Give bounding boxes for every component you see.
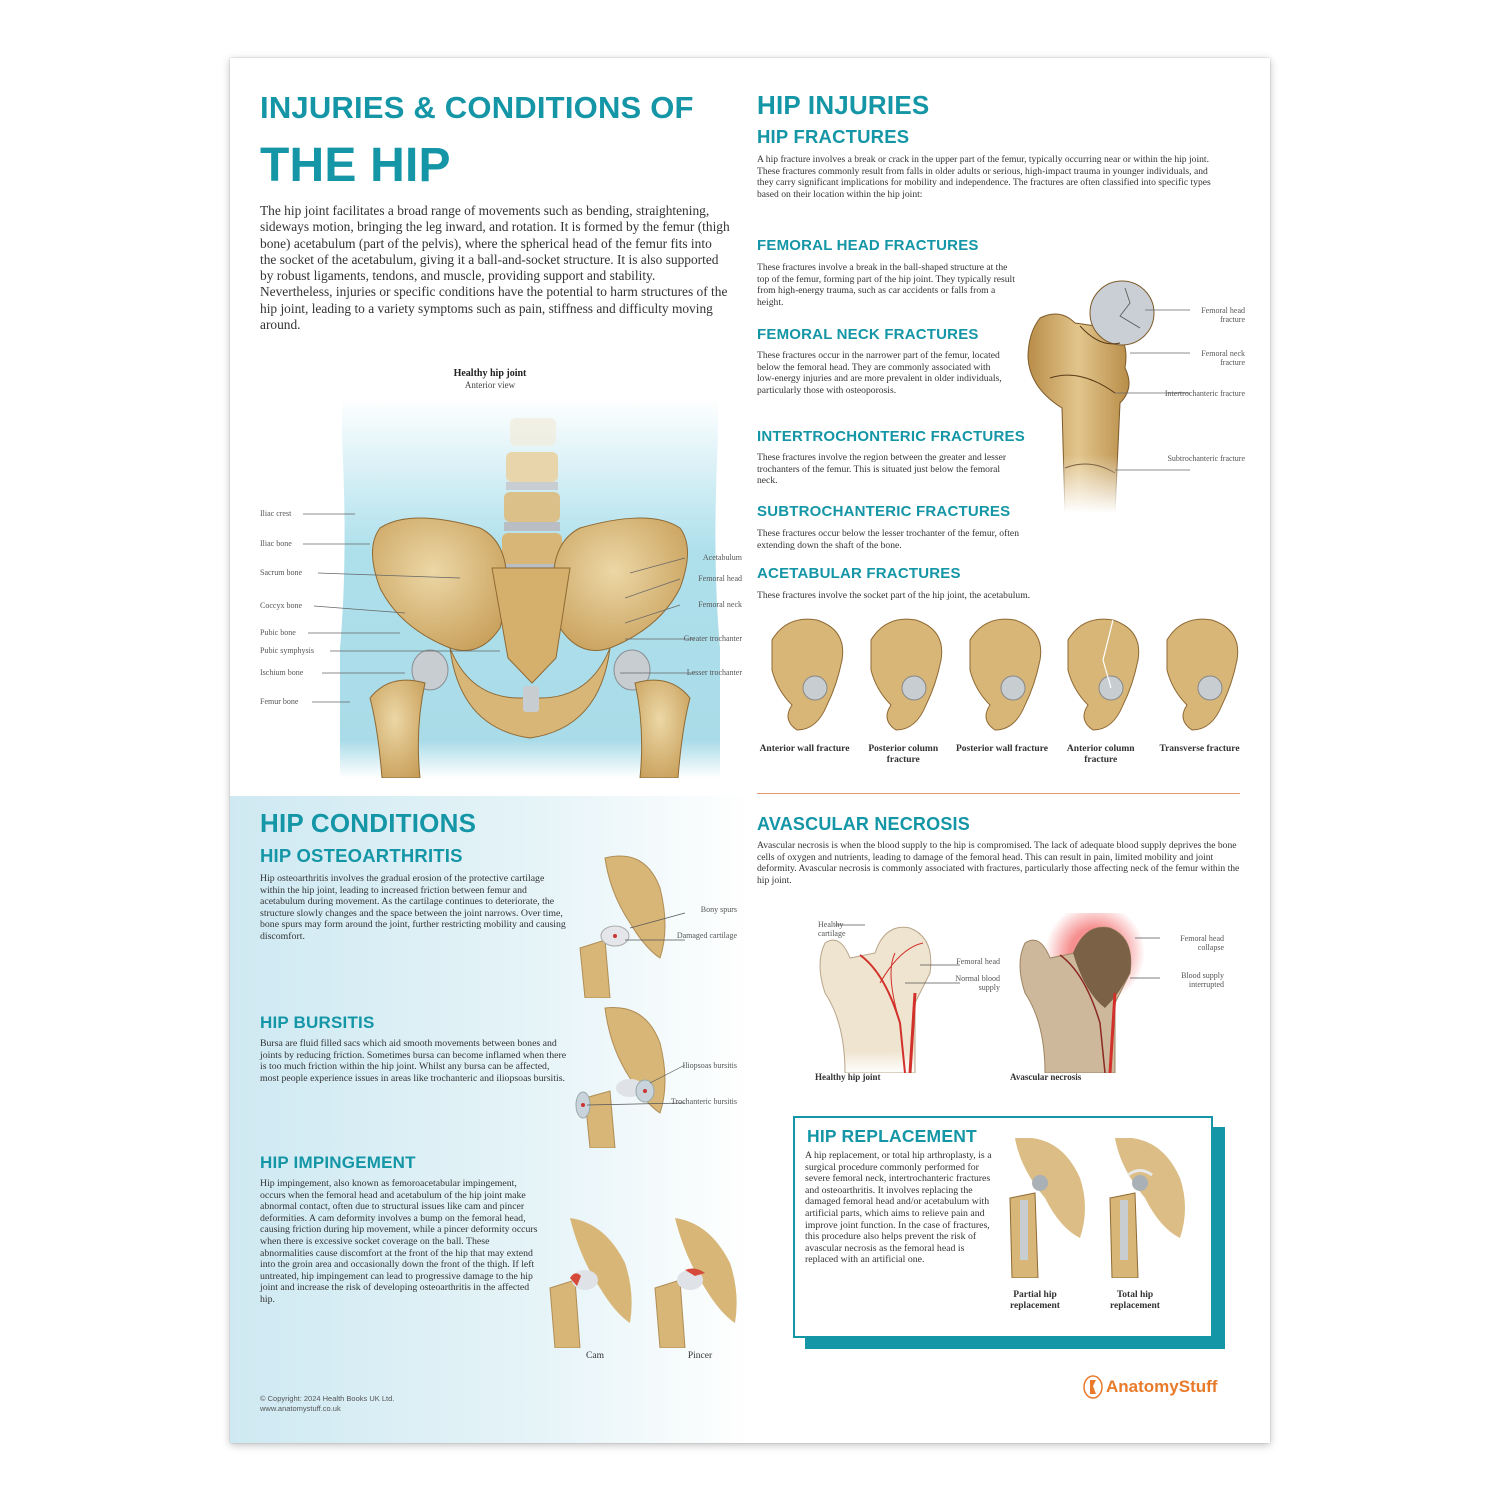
poster-sheet: INJURIES & CONDITIONS OF THE HIP The hip…	[230, 58, 1270, 1443]
hip-conditions-heading: HIP CONDITIONS	[260, 808, 477, 838]
pelvis-bone-icon	[1067, 618, 1140, 731]
label-bony-spurs: Bony spurs	[700, 905, 737, 914]
label-greater-trochanter: Greater trochanter	[683, 634, 742, 643]
label-pubic-symphysis: Pubic symphysis	[260, 646, 315, 655]
subtrochanteric-fractures-text: These fractures occur below the lesser t…	[757, 528, 1019, 551]
healthy-hip-leader-lines	[303, 513, 695, 703]
label-ischium-bone: Ischium bone	[260, 668, 304, 677]
intertrochanteric-fractures-heading: INTERTROCHONTERIC FRACTURES	[757, 428, 1025, 445]
hip-fractures-heading: HIP FRACTURES	[757, 126, 910, 147]
label-lesser-trochanter: Lesser trochanter	[686, 668, 742, 677]
label-healthy-cartilage: Healthy cartilage	[818, 920, 846, 938]
label-acetabulum: Acetabulum	[702, 553, 742, 562]
impingement-illustration	[549, 1218, 737, 1348]
anatomystuff-logo: AnatomyStuff	[1083, 1375, 1217, 1399]
femur-fractures-illustration	[1020, 278, 1190, 513]
label-pubic-bone: Pubic bone	[260, 628, 296, 637]
acetabular-fracture-item: Posterior wall fracture	[955, 610, 1050, 770]
label-femoral-neck-fracture: Femoral neck fracture	[1201, 349, 1245, 367]
label-iliopsoas-bursitis: Iliopsoas bursitis	[682, 1061, 737, 1070]
label-femoral-neck: Femoral neck	[698, 600, 742, 609]
acetabular-caption: Transverse fracture	[1159, 744, 1240, 754]
anatomy-figure-icon	[1083, 1375, 1103, 1399]
copyright-text: © Copyright: 2024 Health Books UK Ltd.	[260, 1394, 395, 1403]
section-divider	[757, 793, 1240, 794]
acetabular-fractures-text: These fractures involve the socket part …	[757, 590, 1031, 601]
hip-fractures-text: A hip fracture involves a break or crack…	[757, 154, 1211, 200]
pelvis-bone-icon	[771, 618, 844, 731]
caption-partial-hip-replacement: Partial hip replacement	[1010, 1290, 1060, 1311]
label-blood-supply-interrupted: Blood supply interrupted	[1181, 971, 1224, 989]
label-femoral-head: Femoral head	[956, 957, 1000, 966]
hip-replacement-text: A hip replacement, or total hip arthropl…	[805, 1150, 992, 1266]
intro-paragraph: The hip joint facilitates a broad range …	[260, 203, 730, 333]
caption-cam: Cam	[586, 1351, 604, 1361]
hip-injuries-heading: HIP INJURIES	[757, 90, 930, 120]
hip-replacement-heading: HIP REPLACEMENT	[807, 1126, 977, 1146]
healthy-hip-title: Healthy hip joint	[453, 368, 527, 379]
label-normal-blood-supply: Normal blood supply	[955, 974, 1000, 992]
femoral-head-fractures-heading: FEMORAL HEAD FRACTURES	[757, 237, 979, 254]
avascular-necrosis-text: Avascular necrosis is when the blood sup…	[757, 840, 1240, 886]
caption-total-hip-replacement: Total hip replacement	[1110, 1290, 1160, 1311]
hip-impingement-text: Hip impingement, also known as femoroace…	[260, 1178, 538, 1305]
label-subtrochanteric-fracture: Subtrochanteric fracture	[1167, 454, 1245, 463]
label-iliac-bone: Iliac bone	[260, 539, 292, 548]
pelvis-bone-icon	[969, 618, 1041, 731]
femoral-head-fractures-text: These fractures involve a break in the b…	[757, 262, 1015, 308]
avascular-necrosis-heading: AVASCULAR NECROSIS	[757, 814, 970, 834]
osteoarthritis-illustration	[579, 855, 686, 998]
hip-impingement-heading: HIP IMPINGEMENT	[260, 1153, 416, 1172]
hip-replacement-box: HIP REPLACEMENT A hip replacement, or to…	[793, 1116, 1213, 1338]
label-intertrochanteric-fracture: Intertrochanteric fracture	[1164, 389, 1245, 398]
brand-name: AnatomyStuff	[1106, 1377, 1218, 1396]
poster-title-line2: THE HIP	[260, 139, 451, 192]
label-sacrum-bone: Sacrum bone	[260, 568, 302, 577]
label-trochanteric-bursitis: Trochanteric bursitis	[670, 1097, 737, 1106]
acetabular-caption: Posterior column fracture	[868, 744, 939, 765]
label-damaged-cartilage: Damaged cartilage	[676, 931, 737, 940]
acetabular-fracture-item: Transverse fracture	[1152, 610, 1247, 770]
acetabular-fractures-row: Anterior wall fracture Posterior column …	[757, 610, 1247, 770]
pelvis-bone-icon	[1166, 618, 1239, 731]
acetabular-fractures-heading: ACETABULAR FRACTURES	[757, 565, 961, 582]
acetabular-caption: Posterior wall fracture	[956, 744, 1048, 754]
hip-bursitis-heading: HIP BURSITIS	[260, 1013, 375, 1032]
bursitis-illustration	[575, 1006, 686, 1148]
hip-osteoarthritis-text: Hip osteoarthritis involves the gradual …	[260, 873, 566, 942]
caption-avascular-necrosis: Avascular necrosis	[1010, 1072, 1082, 1082]
label-femoral-head: Femoral head	[698, 574, 742, 583]
acetabular-fracture-item: Posterior column fracture	[856, 610, 951, 770]
subtrochanteric-fractures-heading: SUBTROCHANTERIC FRACTURES	[757, 503, 1011, 520]
caption-pincer: Pincer	[687, 1351, 713, 1361]
acetabular-fracture-item: Anterior wall fracture	[757, 610, 852, 770]
healthy-hip-illustration	[340, 398, 720, 778]
label-femoral-head-fracture: Femoral head fracture	[1201, 306, 1245, 324]
hip-replacement-illustration	[1009, 1138, 1185, 1278]
femoral-neck-fractures-heading: FEMORAL NECK FRACTURES	[757, 326, 979, 343]
healthy-hip-subtitle: Anterior view	[464, 380, 516, 390]
avascular-necrosis-illustration	[819, 913, 1160, 1073]
label-femoral-head-collapse: Femoral head collapse	[1180, 934, 1224, 952]
label-iliac-crest: Iliac crest	[260, 509, 292, 518]
poster-title-line1: INJURIES & CONDITIONS OF	[260, 90, 694, 125]
acetabular-fracture-item: Anterior column fracture	[1053, 610, 1148, 770]
website-text: www.anatomystuff.co.uk	[260, 1404, 341, 1413]
acetabular-caption: Anterior column fracture	[1066, 744, 1135, 765]
hip-osteoarthritis-heading: HIP OSTEOARTHRITIS	[260, 845, 463, 866]
caption-healthy-hip-joint: Healthy hip joint	[815, 1072, 881, 1082]
pelvis-bone-icon	[870, 618, 942, 731]
label-coccyx-bone: Coccyx bone	[260, 601, 302, 610]
label-femur-bone: Femur bone	[260, 697, 299, 706]
intertrochanteric-fractures-text: These fractures involve the region betwe…	[757, 452, 1007, 487]
acetabular-caption: Anterior wall fracture	[759, 744, 850, 754]
hip-bursitis-text: Bursa are fluid filled sacs which aid sm…	[260, 1038, 567, 1084]
femoral-neck-fractures-text: These fractures occur in the narrower pa…	[757, 350, 1002, 396]
